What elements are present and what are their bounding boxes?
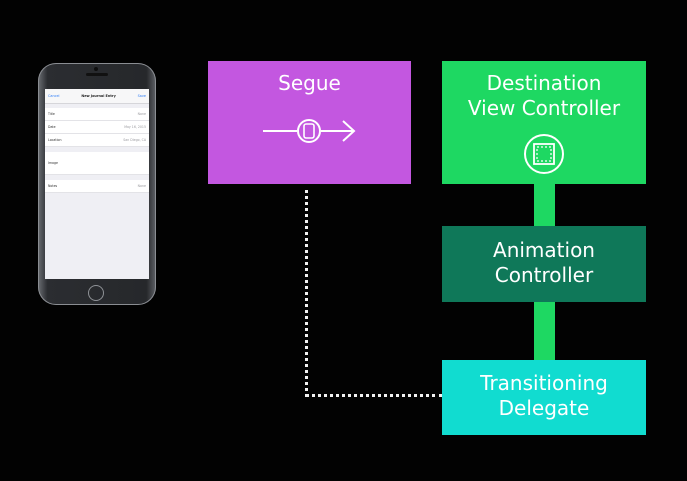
destination-view-controller-box: Destination View Controller: [442, 61, 646, 184]
row-value: None: [137, 112, 146, 116]
form-row-location[interactable]: Location San Diego, CA: [45, 134, 149, 147]
row-label: Date: [48, 125, 56, 129]
destination-label-line2: View Controller: [467, 96, 621, 120]
row-value: May 16, 2015: [124, 125, 146, 129]
form-row-image[interactable]: Image: [45, 152, 149, 175]
cancel-button[interactable]: Cancel: [48, 94, 60, 98]
phone-screen: Cancel New Journal Entry Save Title None…: [45, 89, 149, 279]
segue-box: Segue: [208, 61, 411, 184]
row-label: Image: [48, 161, 58, 165]
destination-label-line1: Destination: [486, 71, 602, 95]
form-row-notes[interactable]: Notes None: [45, 180, 149, 193]
dotted-connector-vertical: [305, 190, 308, 397]
transitioning-label-line2: Delegate: [498, 396, 590, 420]
form-row-title[interactable]: Title None: [45, 108, 149, 121]
row-value: San Diego, CA: [123, 138, 146, 142]
row-label: Notes: [48, 184, 58, 188]
home-button: [88, 285, 104, 301]
view-controller-icon: [524, 134, 564, 174]
nav-bar: Cancel New Journal Entry Save: [45, 89, 149, 104]
connector-animation-transitioning: [534, 301, 555, 361]
nav-title: New Journal Entry: [81, 94, 116, 98]
segue-arrow-icon: [263, 119, 356, 143]
connector-destination-animation: [534, 183, 555, 227]
animation-label-line2: Controller: [494, 263, 594, 287]
camera-icon: [94, 67, 98, 71]
iphone-mockup: Cancel New Journal Entry Save Title None…: [38, 63, 156, 305]
animation-label-line1: Animation: [493, 238, 595, 262]
row-value: None: [137, 184, 146, 188]
transitioning-delegate-box: Transitioning Delegate: [442, 360, 646, 435]
row-label: Title: [48, 112, 55, 116]
speaker-grille: [86, 73, 108, 76]
form-row-date[interactable]: Date May 16, 2015: [45, 121, 149, 134]
segue-label: Segue: [278, 71, 341, 95]
dotted-connector-horizontal: [305, 394, 443, 397]
entry-form: Title None Date May 16, 2015 Location Sa…: [45, 108, 149, 193]
save-button[interactable]: Save: [137, 94, 146, 98]
transitioning-label-line1: Transitioning: [480, 371, 608, 395]
animation-controller-box: Animation Controller: [442, 226, 646, 302]
row-label: Location: [48, 138, 62, 142]
